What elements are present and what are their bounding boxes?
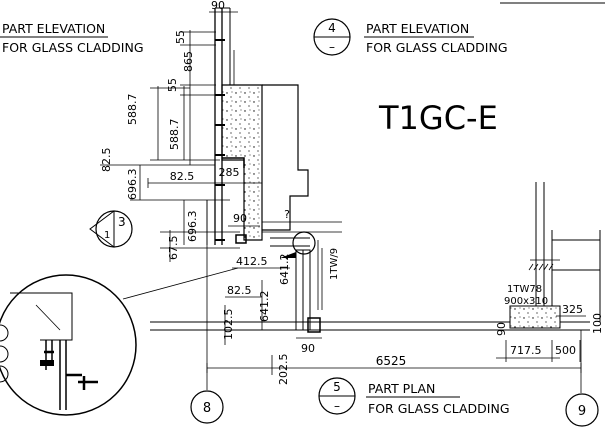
svg-text:865: 865 [182,51,195,72]
svg-text:588.7: 588.7 [168,119,181,151]
svg-text:325: 325 [562,303,583,316]
right-elevation: 1TW78 900x310 325 90 100 717.5 500 [495,182,604,362]
svg-text:588.7: 588.7 [126,94,139,126]
svg-text:1: 1 [104,230,110,241]
grid-bubble-9: 9 [565,330,599,427]
dim-90-top: 90 [209,0,238,13]
dim-82-285: 82.5 285 [147,166,262,188]
svg-text:82.5: 82.5 [170,170,195,183]
svg-text:641.2: 641.2 [258,291,271,323]
title-part-elevation-right: 4 – PART ELEVATION FOR GLASS CLADDING [313,18,508,56]
title-part-plan: 5 – PART PLAN FOR GLASS CLADDING [318,377,510,416]
svg-text:412.5: 412.5 [236,255,268,268]
svg-text:3: 3 [118,215,126,229]
svg-text:1TW78: 1TW78 [507,284,542,295]
title-part-elevation-left: PART ELEVATION FOR GLASS CLADDING [0,21,144,55]
svg-text:55: 55 [174,30,187,44]
detail-leader [122,267,239,300]
svg-text:102.5: 102.5 [222,309,235,341]
svg-text:696.3: 696.3 [126,169,139,201]
svg-text:90: 90 [301,342,315,355]
svg-text:285: 285 [219,166,240,179]
svg-text:PART PLAN: PART PLAN [368,381,435,396]
svg-text:9: 9 [578,404,586,419]
dim-6525: 202.5 6525 [206,354,582,386]
left-edge-arcs [0,324,9,383]
svg-text:55: 55 [166,78,179,92]
svg-text:696.3: 696.3 [186,211,199,243]
svg-text:90: 90 [211,0,225,12]
svg-text:4: 4 [328,21,336,35]
svg-text:1TW/9: 1TW/9 [329,248,340,280]
glass-mullion [214,7,247,245]
svg-text:8: 8 [203,401,211,416]
svg-text:82.5: 82.5 [227,284,252,297]
svg-text:82.5: 82.5 [100,148,113,173]
enlarged-detail [0,274,137,416]
drawing-id: T1GC-E [378,99,498,137]
svg-text:900x310: 900x310 [504,296,548,307]
svg-text:PART ELEVATION: PART ELEVATION [2,21,105,36]
svg-text:FOR GLASS CLADDING: FOR GLASS CLADDING [366,40,508,55]
svg-text:–: – [334,399,340,413]
svg-text:500: 500 [555,344,576,357]
svg-text:100: 100 [591,313,604,334]
svg-text:202.5: 202.5 [277,354,290,386]
dim-chain-vertical: 55 865 55 588.7 588.7 82.5 696.3 [100,30,230,201]
dim-90-mid: 90 ? [228,208,342,233]
svg-text:–: – [329,40,335,54]
dim-412-641: 412.5 641.2 82.5 641.2 [225,254,291,330]
svg-text:?: ? [284,208,290,221]
svg-text:641.2: 641.2 [278,254,291,286]
svg-text:FOR GLASS CLADDING: FOR GLASS CLADDING [2,40,144,55]
svg-text:90: 90 [233,212,247,225]
svg-text:717.5: 717.5 [510,344,542,357]
detail-bubble-3: 3 1 [89,210,133,248]
svg-text:FOR GLASS CLADDING: FOR GLASS CLADDING [368,401,510,416]
svg-text:90: 90 [495,322,508,336]
dim-67: 67.5 [160,230,240,262]
svg-text:PART ELEVATION: PART ELEVATION [366,21,469,36]
svg-text:6525: 6525 [376,354,407,368]
dim-696-lower: 696.3 [183,200,208,245]
svg-text:5: 5 [333,380,341,394]
